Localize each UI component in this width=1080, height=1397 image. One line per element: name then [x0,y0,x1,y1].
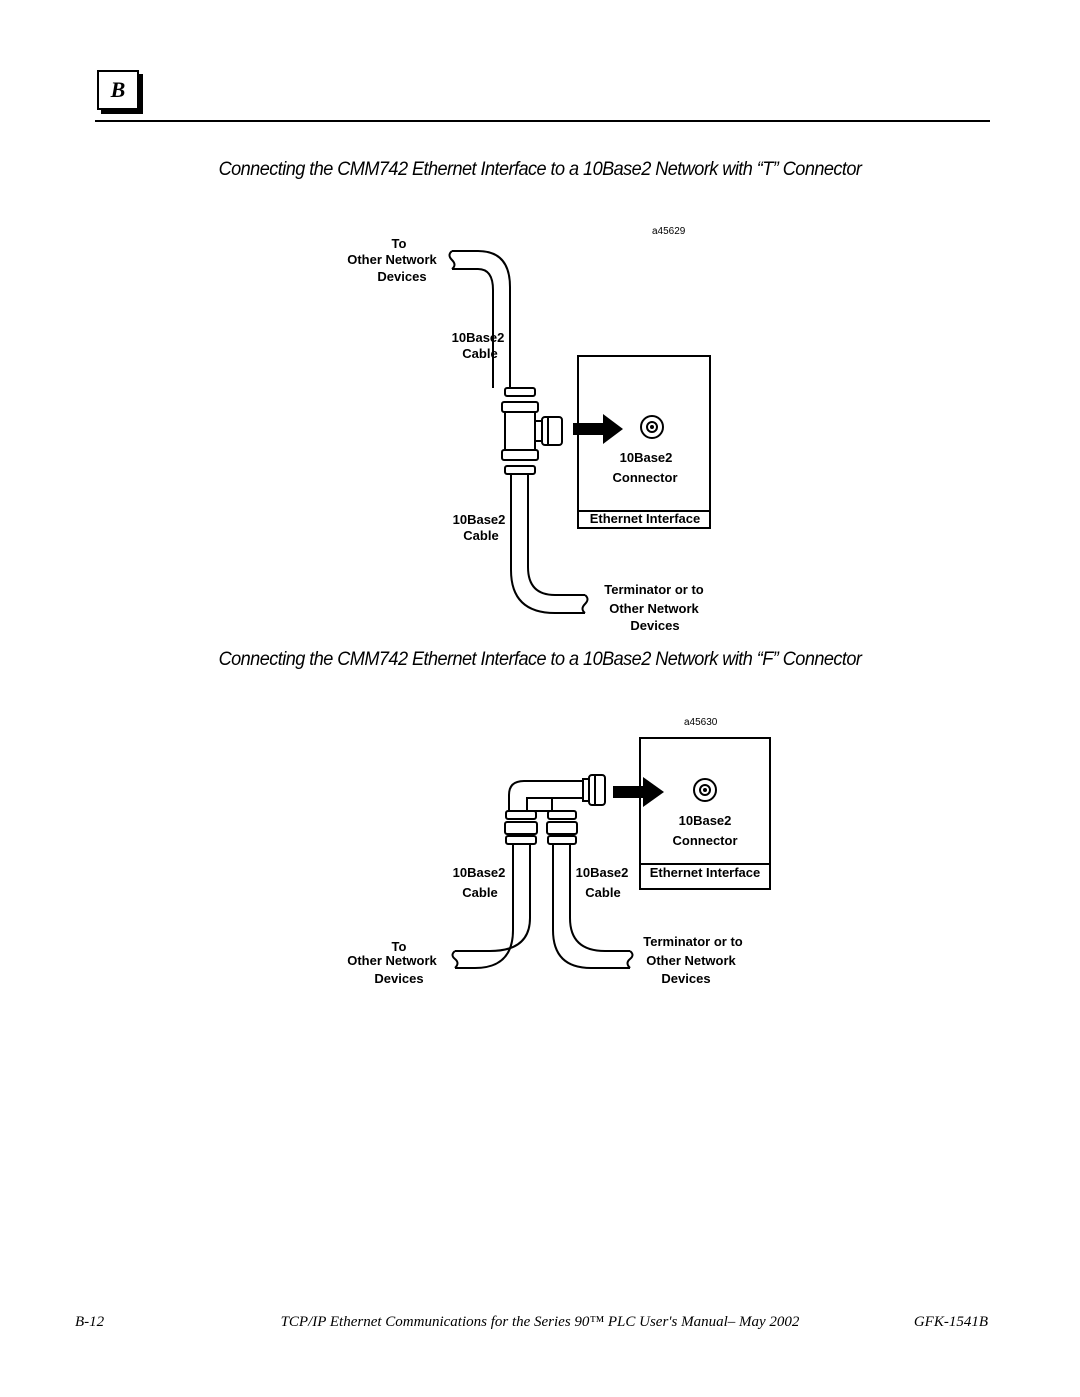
fig2-devices-label: Devices [374,971,423,986]
right-cable [552,844,634,969]
page-number: B-12 [75,1314,105,1330]
fig1-to-label: To [392,236,407,251]
fig2-other-network-label-2: Other Network [646,953,736,968]
fig1-devices-label-2: Devices [630,618,679,633]
figure1-id: a45629 [652,226,686,237]
left-cable [451,844,531,969]
footer-title: TCP/IP Ethernet Communications for the S… [280,1314,800,1330]
fig2-cable-right-2: Cable [585,885,620,900]
header-rule [95,120,990,122]
fig2-cable-left-1: 10Base2 [453,865,506,880]
bnc-connector-icon-2 [693,778,717,802]
fig2-terminator-label: Terminator or to [643,934,742,949]
bnc-connector-icon [640,415,664,439]
f-connector [504,774,606,845]
fig1-cable-label-top-1: 10Base2 [452,330,505,345]
fig1-connector-label-1: 10Base2 [620,450,673,465]
fig1-cable-label-bottom-2: Cable [463,528,498,543]
fig2-cable-right-1: 10Base2 [576,865,629,880]
fig2-connector-label-2: Connector [673,833,738,848]
fig1-terminator-label: Terminator or to [604,582,703,597]
doc-number: GFK-1541B [913,1314,988,1330]
fig1-devices-label: Devices [377,269,426,284]
appendix-letter: B [110,77,126,102]
fig2-to-label: To [392,939,407,954]
figure1-diagram [448,250,711,614]
t-connector [501,387,563,475]
figure2-id: a45630 [684,717,718,728]
fig1-cable-label-top-2: Cable [462,346,497,361]
fig2-connector-label-1: 10Base2 [679,813,732,828]
figure2-heading: Connecting the CMM742 Ethernet Interface… [218,648,862,670]
fig1-cable-label-bottom-1: 10Base2 [453,512,506,527]
fig1-connector-label-2: Connector [613,470,678,485]
appendix-tab: B [97,70,139,110]
ethernet-interface-box-2 [639,737,771,890]
fig1-interface-label: Ethernet Interface [590,511,701,526]
figure2-diagram [451,737,771,969]
arrow-icon [573,414,623,444]
top-cable [448,250,511,388]
bottom-cable [510,474,589,614]
fig2-devices-label-2: Devices [661,971,710,986]
ethernet-interface-box [577,355,711,529]
fig2-interface-label: Ethernet Interface [650,865,761,880]
fig1-other-network-label-2: Other Network [609,601,699,616]
figure1-heading: Connecting the CMM742 Ethernet Interface… [218,158,862,180]
fig2-other-network-label: Other Network [347,953,437,968]
fig1-other-network-label: Other Network [347,252,437,267]
arrow-icon-2 [613,777,664,807]
fig2-cable-left-2: Cable [462,885,497,900]
